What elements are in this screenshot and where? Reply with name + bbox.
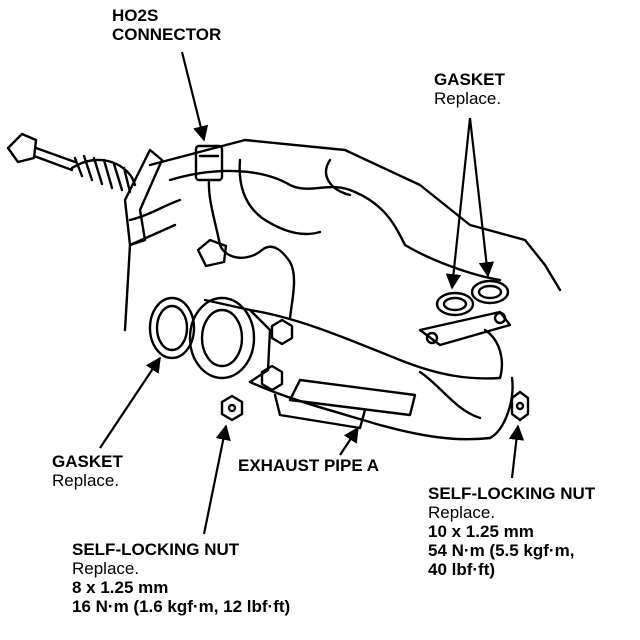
nut-left-leader: [202, 424, 231, 535]
nut-left-label: SELF-LOCKING NUT Replace. 8 x 1.25 mm 16…: [72, 540, 290, 616]
nut-right-torque-1: 54 N·m (5.5 kgf·m,: [428, 541, 575, 561]
ho2s-label-line1: HO2S: [112, 6, 159, 25]
nut-left-note: Replace.: [72, 559, 140, 579]
oxygen-sensor: [196, 238, 228, 268]
top-gaskets: [435, 279, 510, 317]
engine-block-outline: [148, 138, 562, 292]
gasket-left-leader: [99, 356, 161, 449]
bolt-and-spring: [6, 132, 137, 194]
ho2s-leader: [180, 51, 209, 142]
nut-left-size: 8 x 1.25 mm: [72, 578, 169, 598]
right-nut-drawing: [510, 390, 530, 422]
nut-left-torque: 16 N·m (1.6 kgf·m, 12 lbf·ft): [72, 597, 291, 617]
gasket-top-title: GASKET: [434, 70, 505, 89]
nut-right-note: Replace.: [428, 503, 496, 523]
ho2s-connector-drawing: [194, 144, 296, 320]
ho2s-label-line2: CONNECTOR: [112, 25, 222, 45]
exhaust-pipe-a-drawing: [248, 308, 514, 441]
left-gasket: [148, 296, 196, 360]
nut-right-torque-2: 40 lbf·ft): [428, 560, 496, 580]
gasket-left-label: GASKET Replace.: [52, 452, 123, 490]
gasket-top-label: GASKET Replace.: [434, 70, 505, 108]
exhaust-pipe-label: EXHAUST PIPE A: [238, 456, 379, 475]
gasket-top-leader-1: [445, 117, 472, 290]
exhaust-pipe-leader: [339, 426, 359, 456]
nut-right-title: SELF-LOCKING NUT: [428, 484, 596, 503]
gasket-left-note: Replace.: [52, 471, 120, 491]
nut-right-label: SELF-LOCKING NUT Replace. 10 x 1.25 mm 5…: [428, 484, 595, 579]
mount-bracket: [123, 148, 164, 247]
nut-right-leader: [508, 424, 525, 479]
gasket-top-note: Replace.: [434, 89, 502, 109]
nut-left-title: SELF-LOCKING NUT: [72, 540, 240, 559]
exhaust-pipe-title: EXHAUST PIPE A: [238, 456, 380, 475]
gasket-left-title: GASKET: [52, 452, 123, 471]
nut-right-size: 10 x 1.25 mm: [428, 522, 534, 542]
left-nut-drawing: [220, 394, 244, 422]
gasket-top-leader-2: [468, 117, 495, 278]
ho2s-connector-label: HO2S CONNECTOR: [112, 6, 221, 44]
